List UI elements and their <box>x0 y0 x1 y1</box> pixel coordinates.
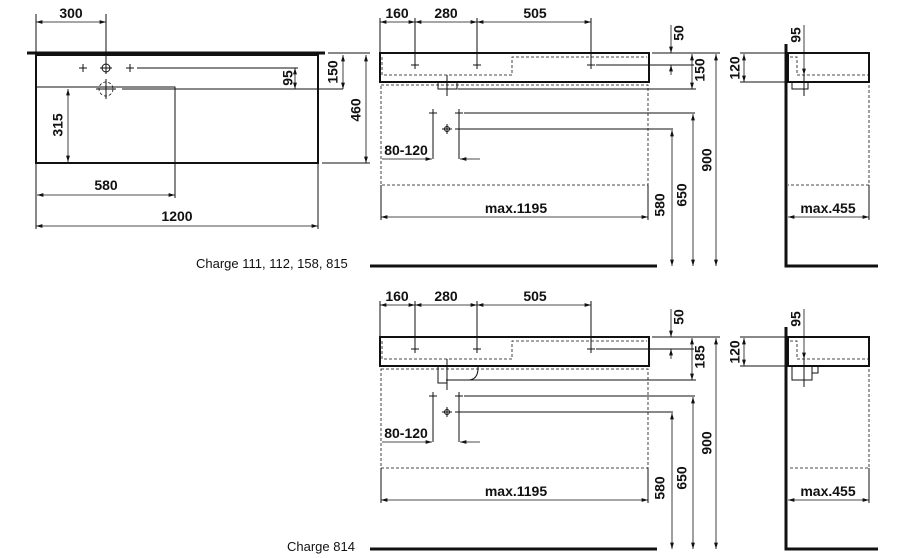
dim-50: 50 <box>671 309 687 325</box>
siphon-side <box>791 81 809 90</box>
dim-300: 300 <box>59 5 83 21</box>
dim-1200: 1200 <box>161 208 192 224</box>
dim-width: max.1195 <box>485 200 547 216</box>
dim-280: 280 <box>434 288 458 304</box>
basin-front <box>379 336 650 367</box>
front-view: 160 280 505 50 185 900 650 580 80-120 ma… <box>370 288 720 551</box>
dim-580: 580 <box>652 193 668 217</box>
dim-depth: 185 <box>692 345 708 369</box>
dim-width-side: max.455 <box>800 200 855 216</box>
dim-80-120: 80-120 <box>384 425 428 441</box>
dim-95: 95 <box>280 70 296 86</box>
dim-depth: 150 <box>692 58 708 82</box>
dim-650: 650 <box>674 183 690 207</box>
variant-caption-2: Charge 814 <box>287 539 355 554</box>
dim-95: 95 <box>788 27 804 43</box>
dim-505: 505 <box>523 288 547 304</box>
side-view: 95 120 max.455 <box>727 309 878 551</box>
variant-2-views: 160 280 505 50 185 900 650 580 80-120 ma… <box>370 288 878 551</box>
plan-view: 300 95 150 460 315 580 1200 <box>27 5 370 229</box>
basin-side <box>787 336 870 367</box>
dim-95: 95 <box>788 311 804 327</box>
wall-and-floor <box>784 327 878 551</box>
dim-160: 160 <box>385 5 409 21</box>
dim-120: 120 <box>727 340 743 364</box>
side-view: 95 120 max.455 <box>727 25 878 268</box>
dim-315: 315 <box>50 113 66 137</box>
cabinet-outline <box>380 368 649 469</box>
dim-580: 580 <box>94 177 118 193</box>
basin-outline <box>35 54 319 164</box>
dim-900: 900 <box>699 431 715 455</box>
dim-650: 650 <box>674 466 690 490</box>
dim-80-120: 80-120 <box>384 142 428 158</box>
cabinet-outline <box>380 84 649 186</box>
basin-side <box>787 52 870 83</box>
dim-120: 120 <box>727 56 743 80</box>
dim-280: 280 <box>434 5 458 21</box>
dim-580: 580 <box>652 476 668 500</box>
dim-150: 150 <box>325 60 341 84</box>
wall-and-floor <box>784 44 878 268</box>
variant-1-views: 160 280 505 50 150 900 650 580 80-120 ma… <box>370 5 878 268</box>
dim-width-side: max.455 <box>800 483 855 499</box>
front-view: 160 280 505 50 150 900 650 580 80-120 ma… <box>370 5 720 268</box>
dim-160: 160 <box>385 288 409 304</box>
dim-50: 50 <box>671 25 687 41</box>
basin-front <box>379 52 650 83</box>
dim-505: 505 <box>523 5 547 21</box>
dim-width: max.1195 <box>485 483 547 499</box>
dim-900: 900 <box>699 148 715 172</box>
siphon-side <box>791 366 819 381</box>
bowl-outline <box>37 86 176 163</box>
dim-460: 460 <box>348 98 364 122</box>
variant-caption-1: Charge 111, 112, 158, 815 <box>196 256 348 271</box>
